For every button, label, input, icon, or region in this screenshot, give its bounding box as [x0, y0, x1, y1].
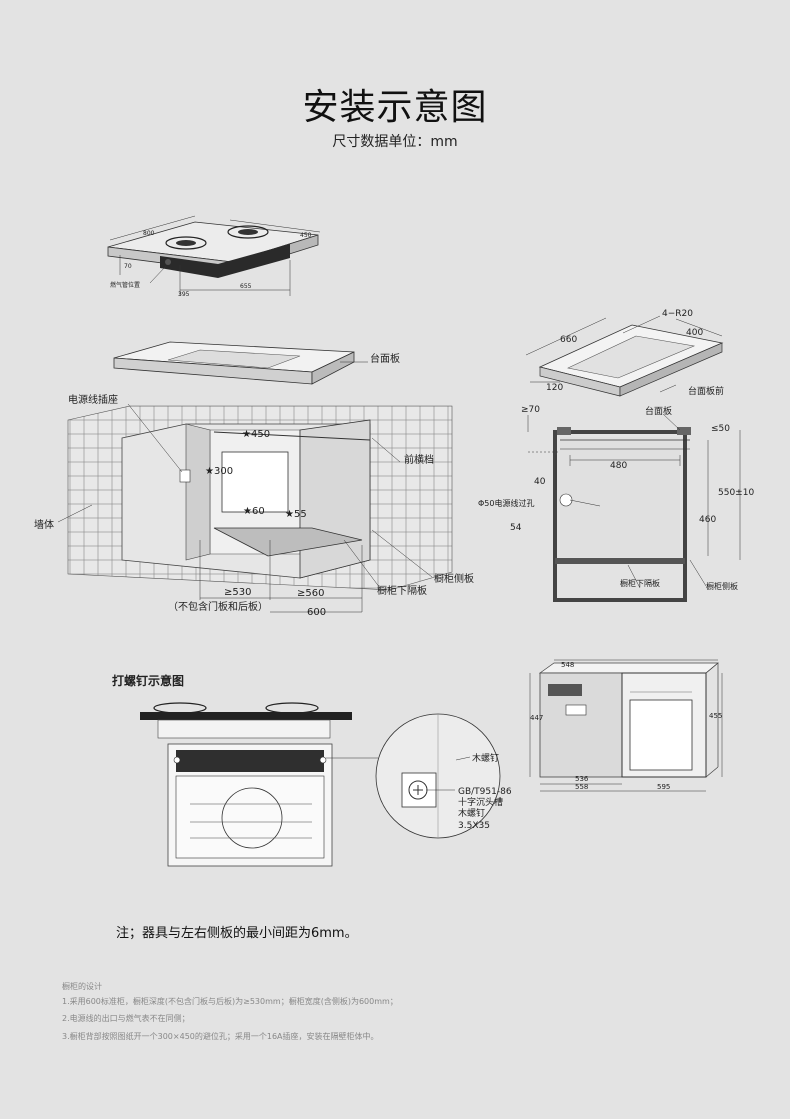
power-socket-label: 电源线插座 [68, 393, 118, 406]
hob-dim-395: 395 [178, 291, 190, 298]
notes-heading: 橱柜的设计 [62, 982, 102, 991]
section-dim-54: 54 [510, 523, 522, 533]
hob-dim-800: 800 [143, 230, 155, 237]
hob-dim-70: 70 [124, 263, 132, 270]
side-panel-label: 橱柜侧板 [434, 572, 474, 585]
screw-spec-1: GB/T951-86 [458, 787, 512, 797]
page-subtitle: 尺寸数据单位：mm [332, 134, 458, 150]
countertop-frame-diagram [525, 315, 724, 397]
hob-diagram [107, 215, 321, 296]
section-dim-40: 40 [534, 477, 546, 487]
section-dim-460: 460 [699, 515, 716, 525]
notes-line-1: 1.采用600标准柜，橱柜深度(不包含门板与后板)为≥530mm；橱柜宽度(含侧… [62, 997, 398, 1006]
oven-dim-558: 558 [575, 783, 588, 791]
section-dim-480: 480 [610, 461, 627, 471]
section-diagram [527, 413, 741, 602]
hob-gas-label: 燃气管位置 [110, 281, 140, 289]
frame-front-label: 台面板前 [688, 385, 724, 397]
bottom-partition-label: 橱柜下隔板 [377, 584, 427, 597]
notes-line-2: 2.电源线的出口与燃气表不在同侧； [62, 1014, 190, 1023]
oven-dim-536: 536 [575, 775, 589, 783]
oven-dim-455: 455 [709, 712, 722, 720]
countertop-label: 台面板 [370, 352, 400, 365]
screw-wood-label: 木螺钉 [472, 752, 499, 764]
wall-label: 墙体 [34, 518, 54, 531]
oven-dim-548: 548 [561, 661, 574, 669]
oven-diagram [529, 659, 723, 792]
frame-dim-660: 660 [560, 335, 577, 345]
section-side-panel: 橱柜侧板 [706, 581, 738, 591]
dim-530: ≥530 [224, 587, 251, 598]
section-countertop: 台面板 [645, 405, 672, 417]
page-title: 安装示意图 [302, 87, 488, 128]
screw-spec-2: 十字沉头槽 [458, 796, 503, 808]
frame-dim-120: 120 [546, 383, 563, 393]
section-dim-550: 550±10 [718, 488, 754, 498]
screw-spec-3: 木螺钉 [458, 807, 485, 819]
frame-dim-400: 400 [686, 328, 703, 338]
dim-star-55: ★55 [285, 509, 307, 520]
frame-dim-r20: 4−R20 [662, 309, 693, 319]
section-ge70: ≥70 [521, 405, 540, 415]
screw-diagram [140, 702, 501, 867]
section-le50: ≤50 [711, 424, 730, 434]
countertop-slab [113, 341, 368, 385]
dim-600: 600 [307, 607, 326, 618]
dim-star-60: ★60 [243, 506, 265, 517]
section-bottom-partition: 橱柜下隔板 [620, 578, 660, 588]
front-rail-label: 前横档 [404, 453, 434, 466]
oven-dim-447: 447 [530, 714, 543, 722]
screw-title: 打螺钉示意图 [112, 674, 185, 688]
notes-line-3: 3.橱柜背部按照图纸开一个300×450的避位孔；采用一个16A插座，安装在隔壁… [62, 1032, 379, 1041]
dim-star-450: ★450 [242, 429, 270, 440]
note-excluding-door: （不包含门板和后板） [168, 600, 268, 613]
screw-spec-4: 3.5X35 [458, 821, 490, 831]
section-hole-label: Φ50电源线过孔 [478, 498, 534, 508]
clearance-note: 注；器具与左右侧板的最小间距为6mm。 [116, 926, 358, 941]
hob-dim-655: 655 [240, 283, 252, 290]
dim-star-300: ★300 [205, 466, 233, 477]
hob-dim-450: 450 [300, 232, 312, 239]
oven-dim-595: 595 [657, 783, 670, 791]
cabinet-diagram [57, 403, 453, 613]
dim-560: ≥560 [297, 588, 324, 599]
